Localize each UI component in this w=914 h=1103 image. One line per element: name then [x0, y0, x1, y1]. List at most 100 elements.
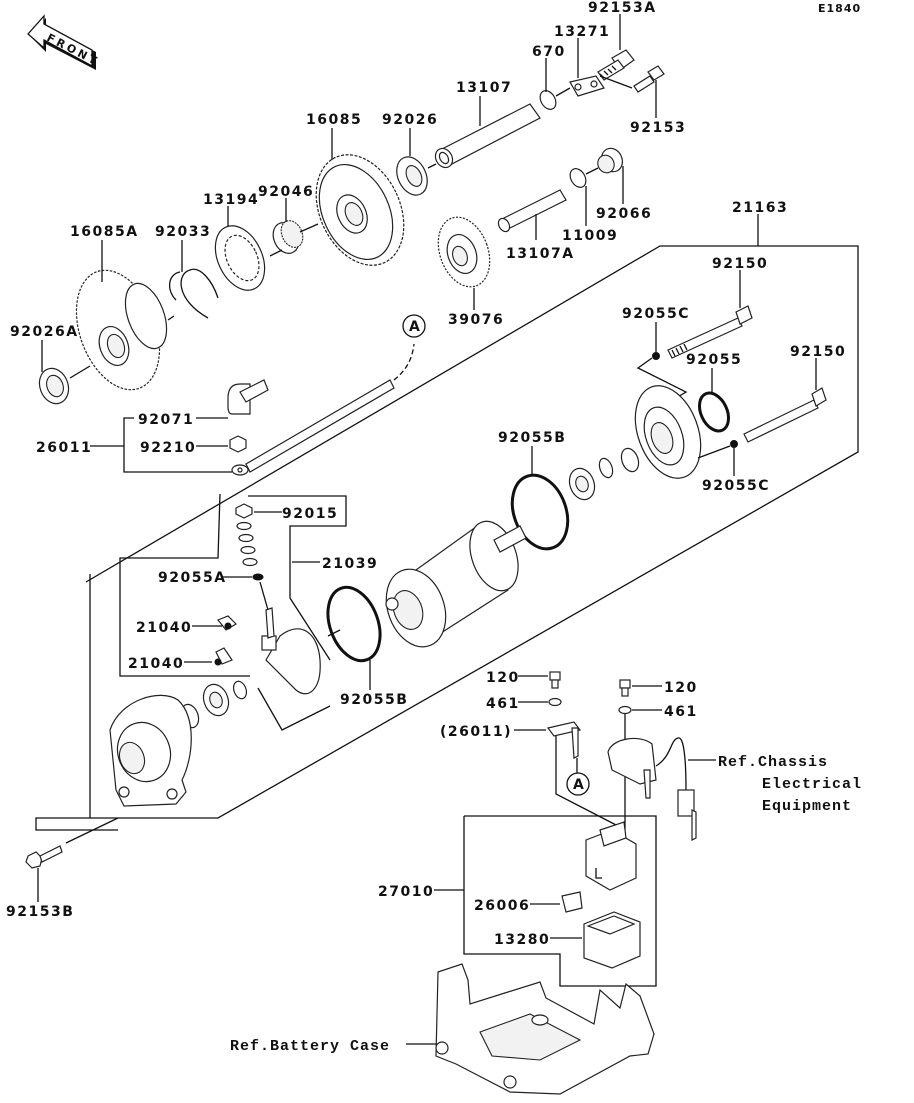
part-label-92153A: 92153A — [588, 0, 657, 16]
nut-92210 — [229, 435, 247, 453]
gear-16085 — [315, 154, 405, 266]
part-label-27010: 27010 — [378, 884, 434, 900]
callout-marker-A-top — [402, 314, 426, 338]
washer — [236, 521, 252, 531]
part-label-92033: 92033 — [155, 224, 211, 240]
bracket-27010 — [463, 815, 657, 987]
part-label-92055C-lower: 92055C — [702, 478, 770, 494]
cable-terminal-26011 — [546, 721, 582, 759]
part-label-26011-ref: (26011) — [440, 724, 512, 740]
ref-battery-case: Ref.Battery Case — [230, 1038, 390, 1055]
washer-461-left — [548, 697, 562, 707]
callout-marker-A-top-label: A — [409, 319, 421, 335]
part-label-92015: 92015 — [282, 506, 338, 522]
part-label-461-right: 461 — [664, 704, 698, 720]
front-cover — [109, 694, 192, 807]
o-ring-670 — [539, 90, 557, 110]
part-label-670: 670 — [532, 44, 566, 60]
washer — [598, 457, 614, 479]
nut-92015 — [235, 503, 253, 519]
brush-21040-lower — [214, 647, 233, 666]
starter-relay — [585, 821, 637, 891]
washer — [238, 533, 254, 543]
part-label-13280: 13280 — [494, 932, 550, 948]
washer-461-right — [618, 705, 632, 715]
cable-26011 — [231, 379, 395, 476]
brush-21040-upper — [217, 615, 237, 631]
washer — [232, 680, 248, 700]
part-label-13107: 13107 — [456, 80, 512, 96]
clutch-13194 — [214, 225, 266, 291]
part-label-21040-upper: 21040 — [136, 620, 192, 636]
bracket-21039 — [248, 495, 347, 661]
part-label-26006: 26006 — [474, 898, 530, 914]
shaft-13107 — [434, 103, 541, 169]
collar-92026 — [396, 156, 428, 196]
bearing — [202, 683, 230, 717]
o-ring-92055B-lower — [326, 585, 382, 663]
bolt-92153B — [25, 845, 63, 869]
part-label-92153B: 92153B — [6, 904, 74, 920]
part-label-92055C-upper: 92055C — [622, 306, 690, 322]
shaft-13107A — [497, 189, 567, 233]
part-label-92046: 92046 — [258, 184, 314, 200]
o-ring-92055B-upper — [510, 473, 570, 551]
gear-16085A — [75, 269, 168, 391]
front-label: FRONT — [45, 31, 102, 68]
part-label-13107A: 13107A — [506, 246, 575, 262]
wire-harness — [655, 737, 687, 791]
relay-cover — [607, 737, 657, 799]
part-label-92055: 92055 — [686, 352, 742, 368]
washer — [242, 557, 258, 567]
plug-92066 — [597, 147, 623, 174]
battery-case — [435, 963, 655, 1095]
relay-holder-13280 — [583, 911, 641, 969]
terminal-cap-92071 — [227, 379, 269, 415]
bolt-92153 — [633, 65, 665, 93]
callout-marker-A-bottom — [566, 772, 590, 796]
part-label-13271: 13271 — [554, 24, 610, 40]
needle-bearing-92046 — [272, 220, 304, 254]
part-label-26011: 26011 — [36, 440, 92, 456]
connector — [677, 789, 697, 841]
end-cover — [634, 385, 702, 479]
part-label-92026A: 92026A — [10, 324, 79, 340]
callout-marker-A-bottom-label: A — [573, 777, 585, 793]
part-label-92026: 92026 — [382, 112, 438, 128]
part-label-92153: 92153 — [630, 120, 686, 136]
part-label-21040-lower: 21040 — [128, 656, 184, 672]
circlip-92033 — [180, 268, 219, 319]
gear-39076 — [437, 216, 491, 288]
armature — [385, 520, 527, 648]
bolt-92150-lower — [743, 387, 827, 443]
bolt-120-left — [549, 671, 561, 689]
part-label-92150-lower: 92150 — [790, 344, 846, 360]
o-ring-92055C-upper — [652, 352, 660, 360]
ref-chassis-line3: Equipment — [762, 798, 852, 815]
part-label-92055B-lower: 92055B — [340, 692, 408, 708]
washer-92026A — [38, 367, 70, 405]
o-ring-92055 — [697, 391, 731, 433]
brush-plate — [261, 607, 321, 695]
washer — [240, 545, 256, 555]
part-label-120-left: 120 — [486, 670, 520, 686]
washer — [620, 447, 640, 473]
part-label-16085: 16085 — [306, 112, 362, 128]
part-label-92066: 92066 — [596, 206, 652, 222]
front-arrow-icon: FRONT — [27, 14, 102, 70]
assembly-bracket-21163 — [35, 245, 859, 831]
part-label-16085A: 16085A — [70, 224, 139, 240]
bolt-92150-upper — [667, 305, 753, 359]
bolt-120-right — [619, 679, 631, 697]
part-label-13194: 13194 — [203, 192, 259, 208]
part-label-92055B-upper: 92055B — [498, 430, 566, 446]
ref-chassis-line1: Ref.Chassis — [718, 754, 828, 771]
gasket-11009 — [569, 168, 587, 188]
part-label-11009: 11009 — [562, 228, 618, 244]
part-label-92150-upper: 92150 — [712, 256, 768, 272]
part-label-92071: 92071 — [138, 412, 194, 428]
plate-13271 — [569, 75, 605, 97]
part-label-461-left: 461 — [486, 696, 520, 712]
part-label-92210: 92210 — [140, 440, 196, 456]
